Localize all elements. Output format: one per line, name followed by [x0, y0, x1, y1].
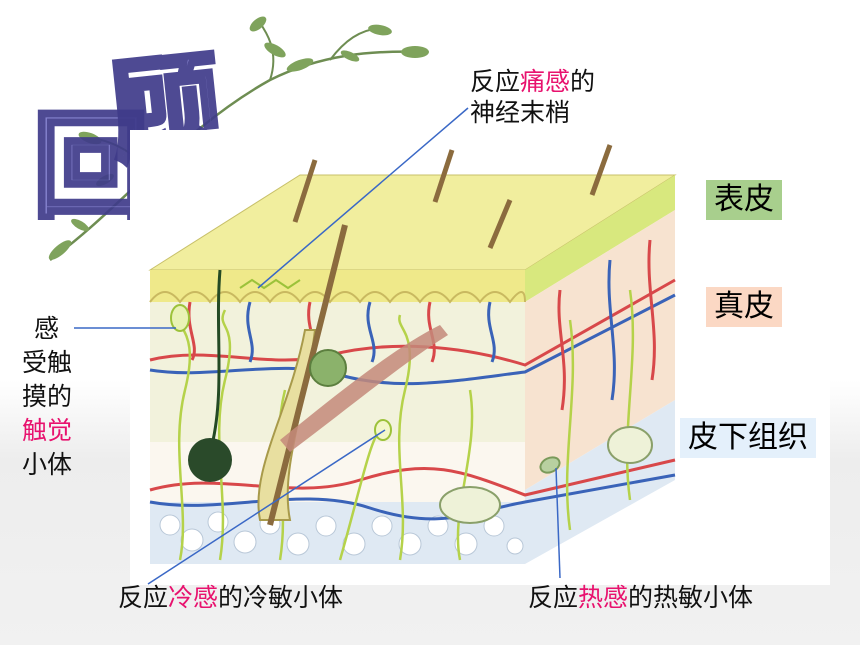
leader-pain [257, 107, 469, 289]
label-touch-highlight: 触觉 [22, 416, 73, 445]
label-pain: 反应痛感的 神经末梢 [470, 66, 595, 129]
sebaceous-gland [309, 349, 347, 387]
surface-hair-3 [487, 199, 513, 249]
label-pain-pre: 反应 [470, 67, 521, 96]
label-touch-5: 小体 [22, 450, 73, 479]
label-subcutaneous: 皮下组织 [680, 418, 816, 458]
label-cold-highlight: 冷感 [168, 583, 219, 612]
label-pain-line2: 神经末梢 [470, 98, 571, 128]
cold-corpuscle [374, 419, 392, 441]
arrector-muscle [280, 325, 448, 452]
label-touch-1: 感 [34, 314, 60, 343]
pacinian-corpuscle [439, 486, 501, 524]
label-pain-post: 的 [570, 67, 596, 96]
label-pain-highlight: 痛感 [520, 67, 571, 96]
sweat-gland [188, 438, 232, 482]
label-touch-3: 摸的 [22, 382, 73, 411]
pain-nerve-ending [239, 278, 301, 290]
heat-corpuscle [539, 456, 561, 474]
leader-heat [555, 467, 561, 579]
label-heat-highlight: 热感 [578, 583, 629, 612]
touch-corpuscle [170, 304, 190, 332]
label-epidermis: 表皮 [706, 180, 782, 220]
surface-hair-1 [292, 159, 318, 223]
label-dermis: 真皮 [706, 287, 782, 327]
pacinian-corpuscle-side [607, 426, 653, 464]
label-heat-post: 的热敏小体 [628, 583, 754, 612]
hair-shaft [267, 224, 348, 526]
leader-cold [147, 429, 386, 585]
hair-follicle [257, 329, 317, 521]
surface-hair-2 [432, 149, 455, 203]
surface-hair-4 [589, 144, 613, 196]
label-touch-2: 受触 [22, 348, 73, 377]
label-cold-post: 的冷敏小体 [218, 583, 344, 612]
sweat-duct [210, 269, 222, 446]
label-touch: 感 受触 摸的 触觉 小体 [22, 312, 72, 482]
papillae-line [149, 291, 526, 304]
front-epidermis [150, 270, 525, 302]
label-heat: 反应热感的热敏小体 [528, 582, 753, 613]
side-epidermis [525, 175, 675, 302]
label-heat-pre: 反应 [528, 583, 579, 612]
plant-decoration [48, 16, 429, 262]
side-dermis [525, 210, 675, 490]
label-cold-pre: 反应 [118, 583, 169, 612]
label-cold: 反应冷感的冷敏小体 [118, 582, 343, 613]
